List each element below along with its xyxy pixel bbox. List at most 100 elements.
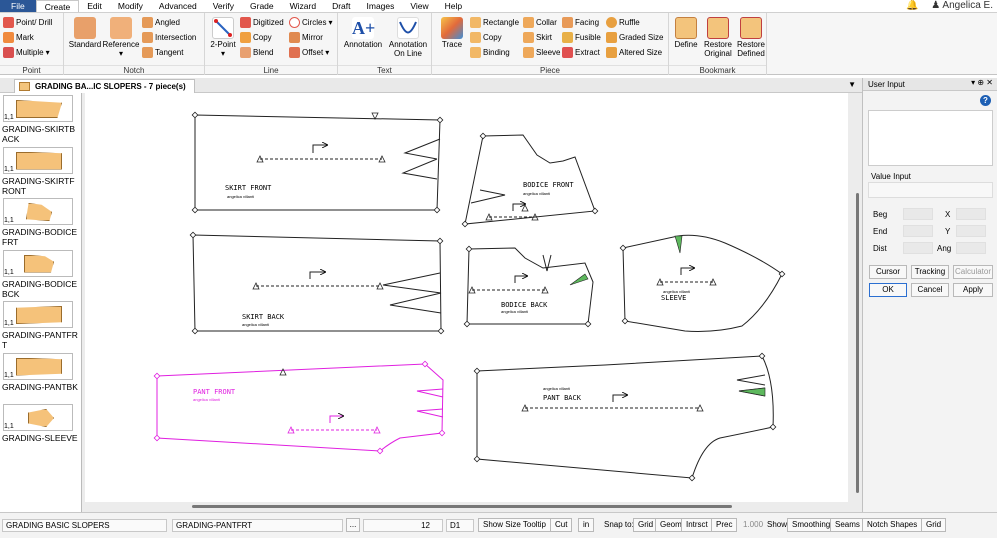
pin-icon[interactable]: ⊕ xyxy=(977,78,985,87)
annotation-on-line-button[interactable]: Annotation On Line xyxy=(386,17,430,58)
y-field[interactable] xyxy=(956,225,986,237)
snap-intrsct-button[interactable]: Intrsct xyxy=(681,518,713,532)
circles-button[interactable]: Circles▾ xyxy=(289,15,332,29)
menu-images[interactable]: Images xyxy=(366,1,395,11)
bell-icon[interactable]: 🔔 xyxy=(905,0,919,11)
reference-notch-button[interactable]: Reference▾ xyxy=(102,17,140,58)
menu-create[interactable]: Create xyxy=(35,0,80,12)
menu-wizard[interactable]: Wizard xyxy=(289,1,317,11)
point-drill-button[interactable]: Point/ Drill xyxy=(3,15,52,29)
fusible-button[interactable]: Fusible xyxy=(562,30,601,44)
menu-view[interactable]: View xyxy=(410,1,429,11)
browse-button[interactable]: ... xyxy=(346,518,360,532)
chevron-down-icon[interactable]: ▼ xyxy=(848,80,856,89)
define-bookmark-button[interactable]: Define xyxy=(671,17,701,49)
cancel-button[interactable]: Cancel xyxy=(911,283,949,297)
dist-field[interactable] xyxy=(903,242,933,254)
notch-shapes-button[interactable]: Notch Shapes xyxy=(862,518,923,532)
menu-draft[interactable]: Draft xyxy=(332,1,351,11)
apply-button[interactable]: Apply xyxy=(953,283,993,297)
digitized-button[interactable]: Digitized xyxy=(240,15,284,29)
mark-button[interactable]: Mark xyxy=(3,30,34,44)
seams-button[interactable]: Seams xyxy=(830,518,865,532)
piece-name-field: GRADING-PANTFRT xyxy=(172,519,343,532)
ribbon-group-label: Piece xyxy=(432,65,668,75)
pattern-drawing[interactable] xyxy=(85,93,848,502)
piece-sleeve[interactable] xyxy=(622,234,783,332)
standard-notch-button[interactable]: Standard xyxy=(68,17,102,49)
collar-button[interactable]: Collar xyxy=(523,15,557,29)
x-field[interactable] xyxy=(956,208,986,220)
sleeve-button[interactable]: Sleeve xyxy=(523,45,560,59)
close-icon[interactable]: ✕ xyxy=(986,78,993,87)
tangent-notch-button[interactable]: Tangent xyxy=(142,45,183,59)
drawing-canvas[interactable]: SKIRT FRONT angelica villanti SKIRT BACK… xyxy=(82,93,862,512)
user-area[interactable]: 🔔 ♟ Angelica E. xyxy=(906,0,993,12)
menu-file[interactable]: File xyxy=(0,0,36,12)
binding-button[interactable]: Binding xyxy=(470,45,510,59)
end-field[interactable] xyxy=(903,225,933,237)
piece-label-sleeve: SLEEVE xyxy=(661,294,687,302)
show-grid-button[interactable]: Grid xyxy=(921,518,947,532)
horizontal-scrollbar[interactable] xyxy=(192,505,732,508)
menu-help[interactable]: Help xyxy=(444,1,463,11)
rectangle-piece-button[interactable]: Rectangle xyxy=(470,15,519,29)
show-size-tooltip-button[interactable]: Show Size Tooltip xyxy=(478,518,551,532)
intersection-notch-button[interactable]: Intersection xyxy=(142,30,196,44)
mirror-button[interactable]: Mirror xyxy=(289,30,323,44)
menu-verify[interactable]: Verify xyxy=(212,1,234,11)
ruffle-button[interactable]: Ruffle xyxy=(606,15,640,29)
cut-button[interactable]: Cut xyxy=(550,518,573,532)
work-area[interactable]: SKIRT FRONT angelica villanti SKIRT BACK… xyxy=(85,93,848,502)
multiple-button[interactable]: Multiple▾ xyxy=(3,45,50,59)
facing-button[interactable]: Facing xyxy=(562,15,599,29)
help-icon[interactable]: ? xyxy=(980,95,991,106)
restore-original-button[interactable]: Restore Original xyxy=(702,17,734,58)
units-button[interactable]: in xyxy=(578,518,595,532)
skirt-button[interactable]: Skirt xyxy=(523,30,552,44)
extract-button[interactable]: Extract xyxy=(562,45,600,59)
offset-button[interactable]: Offset▾ xyxy=(289,45,329,59)
vertical-scrollbar[interactable] xyxy=(856,193,859,493)
cursor-button[interactable]: Cursor xyxy=(869,265,907,279)
restore-defined-button[interactable]: Restore Defined xyxy=(735,17,767,58)
piece-pant-back[interactable] xyxy=(476,355,774,479)
calculator-button[interactable]: Calculator xyxy=(953,265,993,279)
blend-button[interactable]: Blend xyxy=(240,45,273,59)
menu-edit[interactable]: Edit xyxy=(87,1,102,11)
piece-bodice-front[interactable] xyxy=(464,134,596,225)
copy-piece-button[interactable]: Copy xyxy=(470,30,502,44)
trace-button[interactable]: Trace xyxy=(436,17,468,49)
two-point-line-button[interactable]: 2-Point▾ xyxy=(208,17,238,58)
piece-bodice-back[interactable] xyxy=(466,247,594,325)
dropdown-icon[interactable]: ▾ xyxy=(971,78,976,87)
menu-grade[interactable]: Grade xyxy=(250,1,274,11)
altered-size-button[interactable]: Altered Size xyxy=(606,45,662,59)
size-select[interactable]: 12 xyxy=(363,519,443,532)
smoothing-button[interactable]: Smoothing xyxy=(787,518,836,532)
piece-pant-front[interactable] xyxy=(156,363,444,452)
beg-field[interactable] xyxy=(903,208,933,220)
piece-skirt-back[interactable] xyxy=(192,234,442,332)
annotation-button[interactable]: A+Annotation xyxy=(343,17,383,49)
value-input-field[interactable] xyxy=(868,182,993,198)
menu-modify[interactable]: Modify xyxy=(117,1,143,11)
tab-grading-basic-slopers[interactable]: GRADING BA...IC SLOPERS - 7 piece(s) xyxy=(14,79,195,93)
ang-field[interactable] xyxy=(956,242,986,254)
ok-button[interactable]: OK xyxy=(869,283,907,297)
collar-icon xyxy=(523,16,534,28)
prec-button[interactable]: Prec xyxy=(711,518,738,532)
graded-size-button[interactable]: Graded Size xyxy=(606,30,663,44)
menu-advanced[interactable]: Advanced xyxy=(158,1,197,11)
angled-notch-button[interactable]: Angled xyxy=(142,15,180,29)
tracking-button[interactable]: Tracking xyxy=(911,265,949,279)
copy-line-button[interactable]: Copy xyxy=(240,30,272,44)
layer-select[interactable]: D1 xyxy=(446,519,474,532)
